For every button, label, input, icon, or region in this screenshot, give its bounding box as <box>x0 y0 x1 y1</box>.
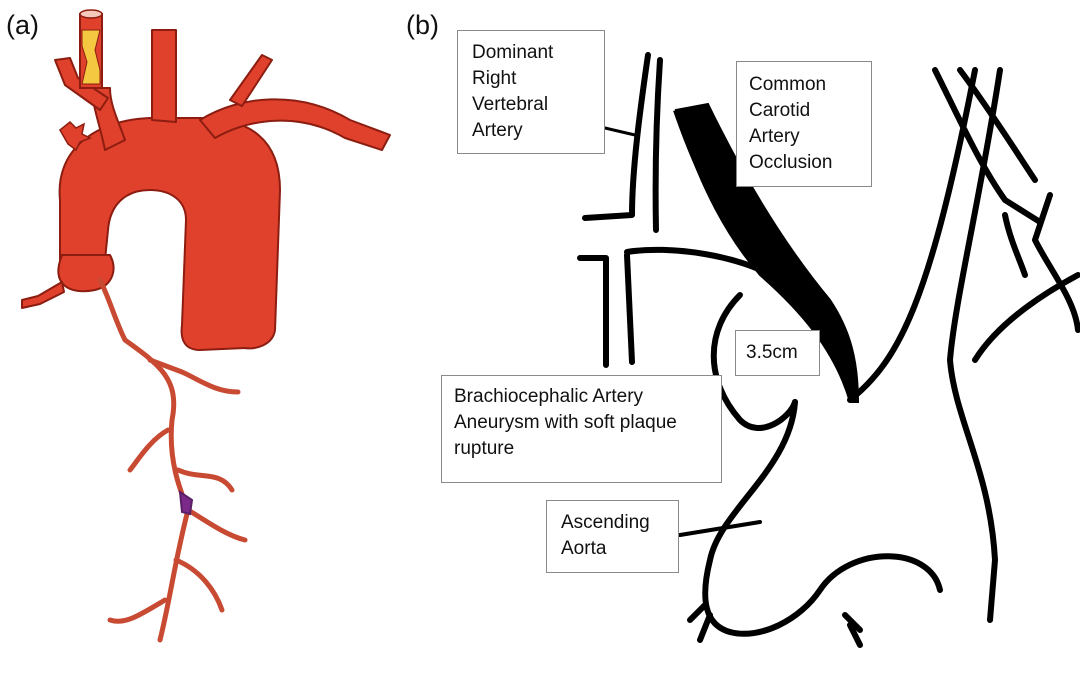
panel-a-label: (a) <box>6 12 39 39</box>
drawing-subclavian-lower-wall <box>627 255 632 362</box>
drawing-right-branch-lines <box>1005 195 1078 330</box>
panel-b-label: (b) <box>406 12 439 39</box>
callout-vertebral-artery: Dominant Right Vertebral Artery <box>457 30 605 154</box>
callout-brachiocephalic-aneurysm: Brachiocephalic Artery Aneurysm with sof… <box>441 375 722 483</box>
drawing-arch-inner-curve <box>730 556 940 634</box>
drawing-vertebral-leader <box>605 128 635 135</box>
drawing-vertebral-right-wall <box>656 60 660 230</box>
drawing-subclavian-upper-wall <box>580 258 606 365</box>
callout-carotid-occlusion: Common Carotid Artery Occlusion <box>736 61 872 187</box>
callout-aneurysm-size: 3.5cm <box>735 330 820 376</box>
callout-ascending-aorta: Ascending Aorta <box>546 500 679 573</box>
